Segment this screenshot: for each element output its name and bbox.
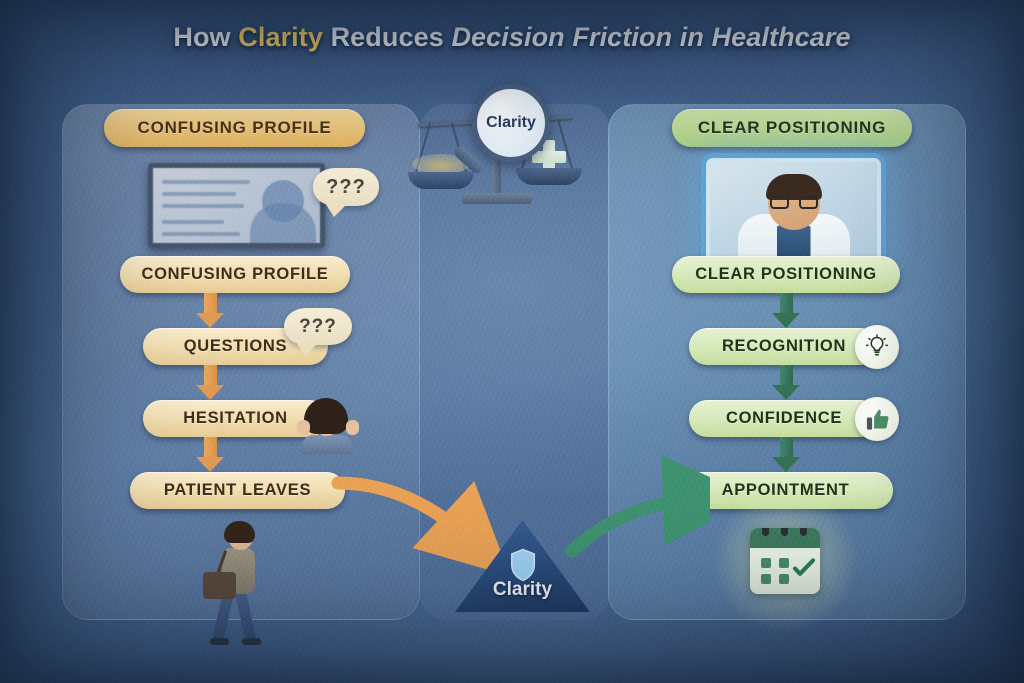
step-confidence[interactable]: CONFIDENCE: [689, 400, 879, 437]
title-italic: Decision Friction in Healthcare: [451, 22, 851, 52]
arrow-down-left-1: [196, 293, 224, 328]
question-bubble-icon-hero: ???: [313, 168, 379, 217]
page-title: How Clarity Reduces Decision Friction in…: [0, 22, 1024, 53]
header-clear-positioning-label: CLEAR POSITIONING: [697, 118, 887, 137]
sharp-doctor-portrait-icon: [706, 158, 881, 262]
arrow-down-left-3: [196, 437, 224, 472]
arrow-down-right-1: [772, 293, 800, 328]
header-confusing-profile-label: CONFUSING PROFILE: [137, 118, 332, 137]
step-clear-positioning-label: CLEAR POSITIONING: [695, 265, 877, 283]
clarity-badge-label: Clarity: [492, 579, 553, 600]
step-patient-leaves[interactable]: PATIENT LEAVES: [130, 472, 345, 509]
clarity-badge[interactable]: Clarity: [455, 520, 590, 612]
calendar-check-icon: [750, 528, 820, 594]
magnifier-icon: Clarity: [472, 84, 550, 162]
step-confidence-label: CONFIDENCE: [725, 409, 843, 427]
arrow-down-right-2: [772, 365, 800, 400]
step-recognition-label: RECOGNITION: [721, 337, 847, 355]
step-appointment-label: APPOINTMENT: [721, 481, 850, 499]
magnifier-label: Clarity: [486, 114, 536, 131]
scale-pan-right: [516, 168, 582, 185]
thumbs-up-icon: [855, 397, 899, 441]
scale-pan-left: [408, 172, 474, 189]
lightbulb-icon: [855, 325, 899, 369]
arrow-down-right-3: [772, 437, 800, 472]
step-recognition[interactable]: RECOGNITION: [689, 328, 879, 365]
step-patient-leaves-label: PATIENT LEAVES: [163, 481, 312, 499]
walking-away-person-icon: [198, 521, 274, 645]
title-part-1: How: [173, 22, 239, 52]
step-questions-label: QUESTIONS: [183, 337, 288, 355]
medical-cross-icon: [532, 140, 566, 174]
balance-scale-with-magnifier-icon: Clarity: [400, 84, 590, 220]
step-confusing-profile-label: CONFUSING PROFILE: [141, 265, 329, 283]
hero-bubble-label: ???: [326, 175, 366, 198]
blurred-profile-screen-icon: [148, 163, 325, 248]
murky-pile-icon: [412, 154, 470, 174]
step-confusing-profile[interactable]: CONFUSING PROFILE: [120, 256, 350, 293]
question-bubble-icon: ???: [284, 308, 352, 356]
confused-person-icon: [296, 398, 360, 454]
header-clear-positioning: CLEAR POSITIONING: [672, 109, 912, 147]
arrow-down-left-2: [196, 365, 224, 400]
header-confusing-profile: CONFUSING PROFILE: [104, 109, 365, 147]
step-hesitation-label: HESITATION: [183, 409, 288, 427]
shield-icon: [510, 548, 535, 582]
step-clear-positioning[interactable]: CLEAR POSITIONING: [672, 256, 900, 293]
title-part-2: Reduces: [322, 22, 452, 52]
title-highlight: Clarity: [238, 22, 323, 52]
